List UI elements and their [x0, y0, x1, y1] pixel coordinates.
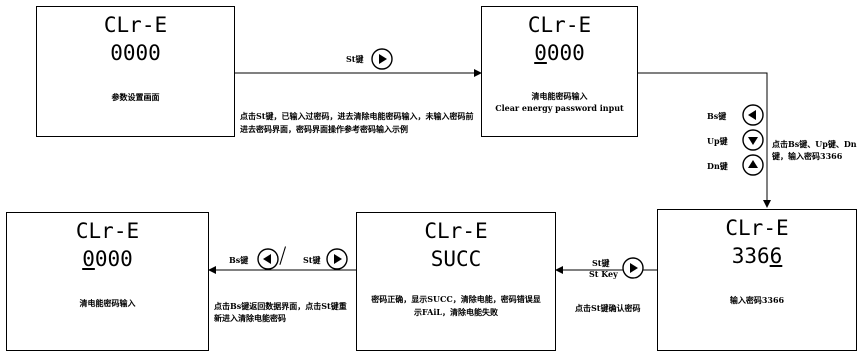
lcd-line1: CLr-E: [75, 219, 140, 243]
cursor-digit: 6: [769, 244, 783, 268]
slash-separator: /: [279, 244, 287, 269]
lcd-line1: CLr-E: [725, 216, 789, 240]
st-key-label-top: St键: [346, 54, 364, 64]
box-caption: 参数设置画面: [111, 92, 160, 102]
lcd-line1: CLr-E: [527, 13, 592, 37]
succ-box: CLr-E SUCC 密码正确，显示SUCC，清除电能，密码错误显示FAiL，清…: [356, 212, 556, 351]
arrow-clear-to-pwd: [637, 72, 771, 208]
play-left-icon: [257, 248, 279, 270]
bs-key-label: Bs键: [707, 111, 727, 121]
lcd-line2: 0000: [82, 247, 133, 271]
st-key-label-right: St键: [592, 258, 610, 268]
clear-password-box-top: CLr-E 0000 清电能密码输入 Clear energy password…: [481, 6, 638, 137]
lcd-line2: SUCC: [430, 247, 482, 271]
box-caption: 清电能密码输入: [79, 298, 136, 308]
clear-password-box-bottom: CLr-E 0000 清电能密码输入: [6, 212, 209, 351]
password-3366-box: CLr-E 3366 输入密码3366: [657, 209, 857, 351]
note-confirm-password: 点击St键确认密码: [575, 303, 641, 313]
up-key-label: Up键: [707, 136, 728, 146]
dn-key-label: Dn键: [707, 161, 728, 171]
lcd-line1: CLr-E: [103, 13, 168, 37]
triangle-down-icon: [742, 129, 764, 151]
play-right-icon: [622, 257, 644, 279]
lcd-line1: CLr-E: [424, 219, 488, 243]
box-caption-en: Clear energy password input: [495, 103, 624, 113]
box-caption: 输入密码3366: [729, 295, 785, 305]
lcd-line2: 0000: [534, 41, 585, 65]
play-left-icon: [742, 104, 764, 126]
play-right-icon: [371, 48, 393, 70]
st-key-label-en: St Key: [589, 269, 618, 279]
box-caption: 密码正确，显示SUCC，清除电能，密码错误显示FAiL，清除电能失败: [371, 294, 541, 317]
param-screen-box: CLr-E 0000 参数设置画面: [36, 6, 235, 137]
note-return-or-reenter: 点击Bs键返回数据界面，点击St键重新进入清除电能密码: [214, 301, 347, 323]
note-input-password: 点击Bs键、Up键、Dn键，输入密码3366: [772, 139, 857, 161]
lcd-line2: 0000: [110, 41, 161, 65]
lcd-line2: 3366: [731, 244, 783, 268]
play-right-icon: [326, 248, 348, 270]
box-caption-cn: 清电能密码输入: [531, 91, 588, 101]
note-st-enter: 点击St键，已输入过密码，进去清除电能密码输入，未输入密码前进去密码界面，密码界…: [240, 111, 474, 134]
triangle-up-icon: [742, 154, 764, 176]
st-key-label-bottom: St键: [303, 255, 321, 265]
cursor-digit: 0: [534, 41, 547, 65]
cursor-digit: 0: [82, 247, 95, 271]
bs-key-label-bottom: Bs键: [229, 255, 249, 265]
